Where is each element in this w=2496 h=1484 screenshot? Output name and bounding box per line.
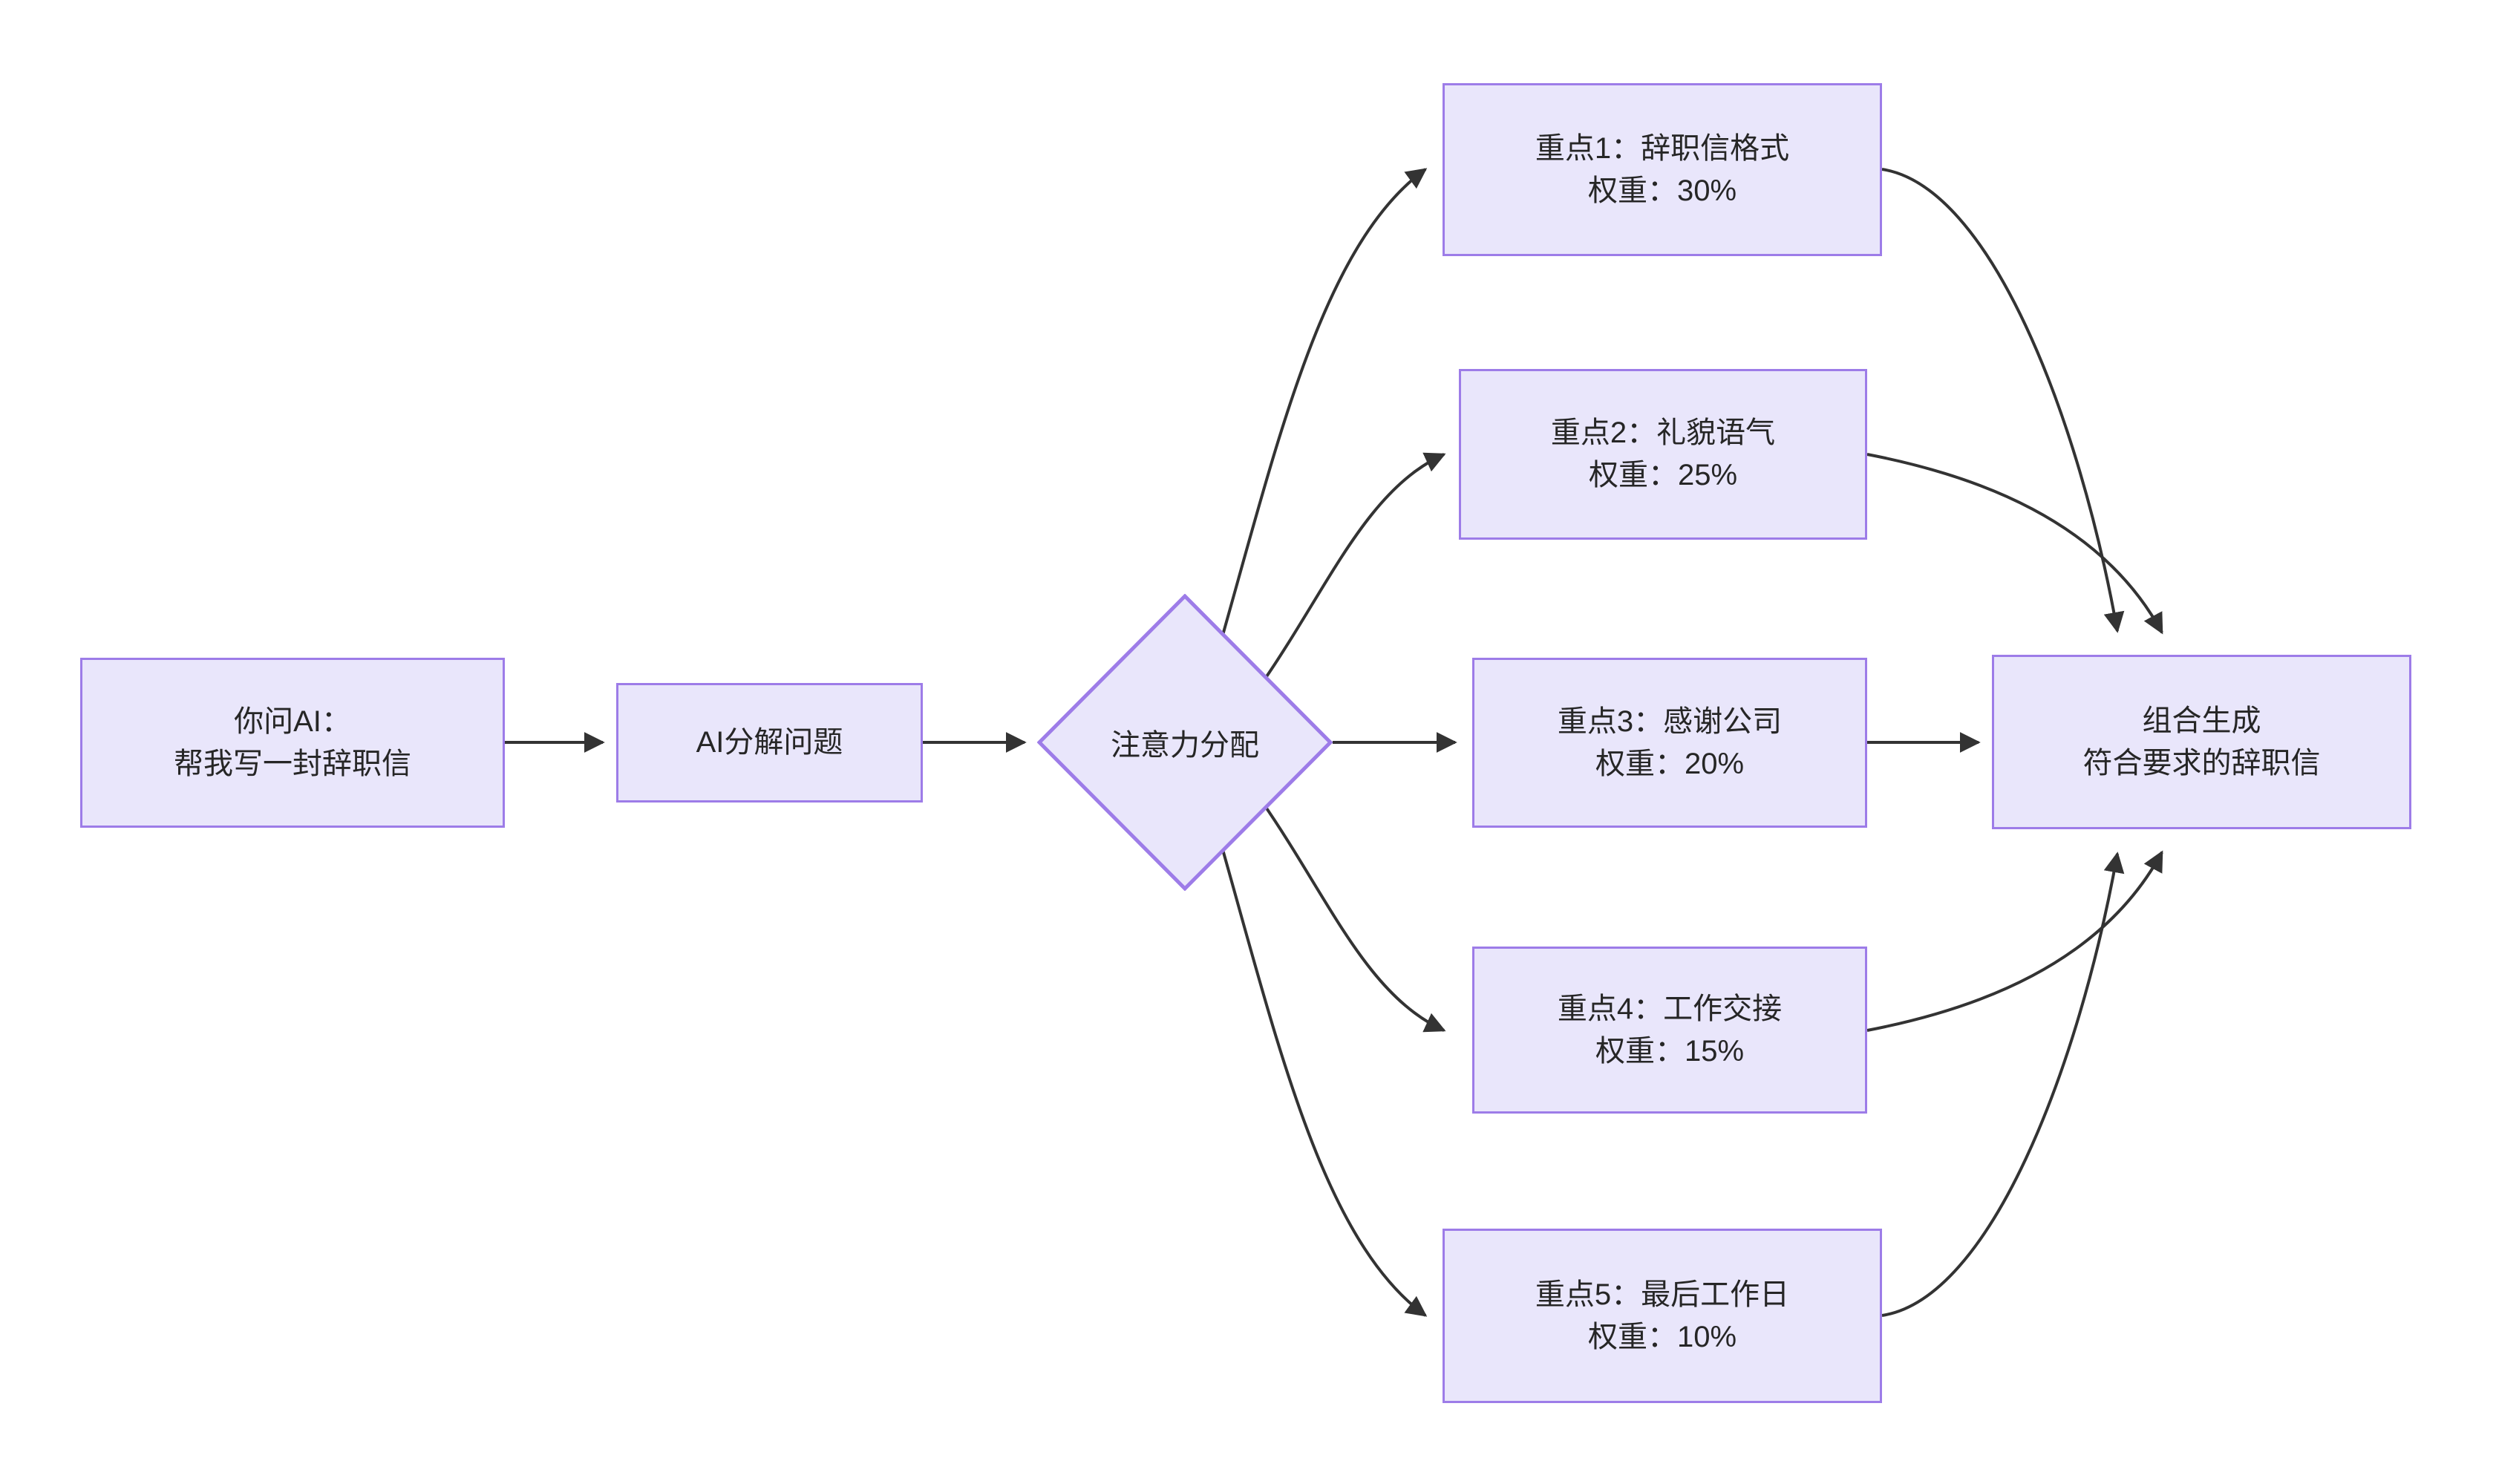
edge-attention-to-focus-1 [1216,168,1428,654]
diamond-shape [1037,594,1333,891]
edge-focus-4-to-combine [1866,850,2163,1032]
node-focus-point-3-weight: 权重：20% [1595,747,1745,780]
node-user-prompt-line-1: 你问AI： [234,705,351,738]
node-focus-point-4[interactable]: 重点4：工作交接 权重：15% [1472,947,1867,1114]
node-focus-point-3-title: 重点3：感谢公司 [1557,705,1783,738]
node-focus-point-1[interactable]: 重点1：辞职信格式 权重：30% [1443,83,1882,256]
node-focus-point-2-title: 重点2：礼貌语气 [1550,416,1776,450]
node-focus-point-3[interactable]: 重点3：感谢公司 权重：20% [1472,658,1867,828]
node-focus-point-2[interactable]: 重点2：礼貌语气 权重：25% [1459,369,1867,540]
node-combine-output-line-1: 组合生成 [2142,704,2261,737]
node-attention-allocation[interactable]: 注意力分配 [1037,594,1333,891]
node-user-prompt[interactable]: 你问AI： 帮我写一封辞职信 [80,658,505,828]
node-combine-output-line-2: 符合要求的辞职信 [2082,746,2321,779]
node-focus-point-5-weight: 权重：10% [1587,1320,1737,1353]
node-attention-allocation-label: 注意力分配 [1111,729,1259,762]
node-combine-output[interactable]: 组合生成 符合要求的辞职信 [1992,655,2411,829]
node-user-prompt-line-2: 帮我写一封辞职信 [174,747,411,780]
edge-focus-5-to-combine [1881,851,2125,1317]
node-focus-point-2-weight: 权重：25% [1588,459,1738,491]
node-focus-point-5-title: 重点5：最后工作日 [1535,1278,1790,1311]
edge-focus-2-to-combine [1866,453,2163,635]
edge-attention-to-focus-5 [1216,831,1428,1317]
node-focus-point-4-title: 重点4：工作交接 [1557,992,1783,1025]
node-ai-decompose[interactable]: AI分解问题 [616,683,923,803]
node-ai-decompose-label: AI分解问题 [696,726,843,759]
edge-focus-1-to-combine [1881,168,2125,633]
node-focus-point-1-title: 重点1：辞职信格式 [1535,131,1790,165]
node-focus-point-1-weight: 权重：30% [1587,174,1737,207]
node-focus-point-5[interactable]: 重点5：最后工作日 权重：10% [1443,1229,1882,1403]
node-focus-point-4-weight: 权重：15% [1595,1034,1745,1068]
